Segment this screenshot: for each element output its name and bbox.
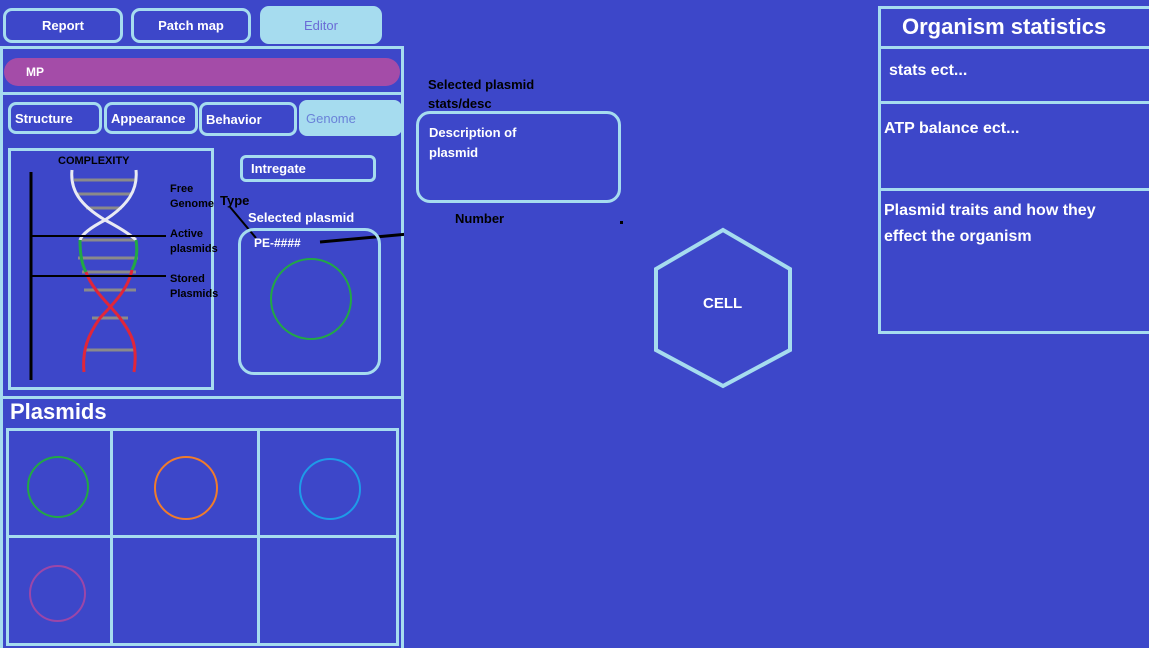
org-stats-text: stats ect...: [889, 62, 968, 79]
org-divider-3: [878, 188, 1149, 191]
dna-helix-diagram: [29, 169, 404, 380]
description-box: [416, 111, 621, 203]
subtab-genome[interactable]: Genome: [299, 100, 402, 136]
organism-stats-panel: [878, 6, 1149, 334]
traits-text-2: effect the organism: [884, 228, 1032, 245]
mp-divider: [0, 92, 404, 95]
plasmid-slot-1[interactable]: [27, 456, 89, 518]
active-plasmids-label-2: plasmids: [170, 243, 218, 255]
subtab-appearance[interactable]: Appearance: [104, 102, 198, 134]
plasmid-slot-2[interactable]: [154, 456, 218, 520]
integrate-button[interactable]: Intregate: [240, 155, 376, 182]
complexity-panel: [8, 148, 214, 390]
free-genome-label-2: Genome: [170, 198, 215, 210]
left-panel: [0, 46, 404, 648]
active-plasmids-label-1: Active: [170, 228, 204, 240]
selected-plasmid-title: Selected plasmid: [248, 210, 355, 225]
subtab-structure[interactable]: Structure: [8, 102, 102, 134]
type-label: Type: [220, 193, 250, 208]
grid-hline: [6, 535, 399, 538]
org-divider-2: [878, 101, 1149, 104]
traits-text-1: Plasmid traits and how they: [884, 202, 1096, 219]
tab-patch-map[interactable]: Patch map: [131, 8, 251, 43]
number-label: Number: [455, 211, 505, 226]
subtab-genome-label: Genome: [306, 110, 356, 126]
plasmid-code: PE-####: [254, 236, 301, 250]
organism-stats-title: Organism statistics: [902, 14, 1107, 39]
subtab-behavior-label: Behavior: [206, 111, 262, 127]
selected-plasmid-panel: [238, 228, 381, 375]
tab-patch-map-label: Patch map: [158, 18, 224, 33]
cell-label: CELL: [703, 295, 743, 312]
stored-plasmids-label-2: Plasmids: [170, 288, 219, 300]
description-line-2: plasmid: [429, 145, 479, 160]
plasmids-header-divider: [0, 396, 404, 399]
plasmids-heading: Plasmids: [10, 399, 107, 424]
atp-balance-text: ATP balance ect...: [884, 120, 1020, 137]
integrate-button-label: Intregate: [251, 161, 306, 176]
stored-plasmids-label-1: Stored: [170, 273, 205, 285]
selected-plasmid-circle[interactable]: [270, 258, 352, 340]
subtab-appearance-label: Appearance: [111, 110, 186, 126]
subtab-behavior[interactable]: Behavior: [199, 102, 297, 136]
desc-panel-title-2: stats/desc: [428, 96, 492, 111]
plasmid-slot-4[interactable]: [29, 565, 86, 622]
tab-editor[interactable]: Editor: [260, 6, 382, 44]
tab-report-label: Report: [42, 18, 84, 33]
org-divider-1: [878, 46, 1149, 49]
mp-label: MP: [26, 65, 44, 79]
tab-report[interactable]: Report: [3, 8, 123, 43]
plasmid-slot-3[interactable]: [299, 458, 361, 520]
number-pointer: [319, 232, 404, 244]
complexity-title: COMPLEXITY: [58, 155, 130, 167]
tab-editor-label: Editor: [304, 17, 338, 33]
desc-panel-title-1: Selected plasmid: [428, 77, 535, 92]
mp-bar: MP: [4, 58, 400, 86]
stray-dot: [620, 221, 623, 224]
description-line-1: Description of: [429, 125, 517, 140]
subtab-structure-label: Structure: [15, 110, 73, 126]
free-genome-label-1: Free: [170, 183, 194, 195]
cell-hexagon[interactable]: [650, 226, 796, 390]
